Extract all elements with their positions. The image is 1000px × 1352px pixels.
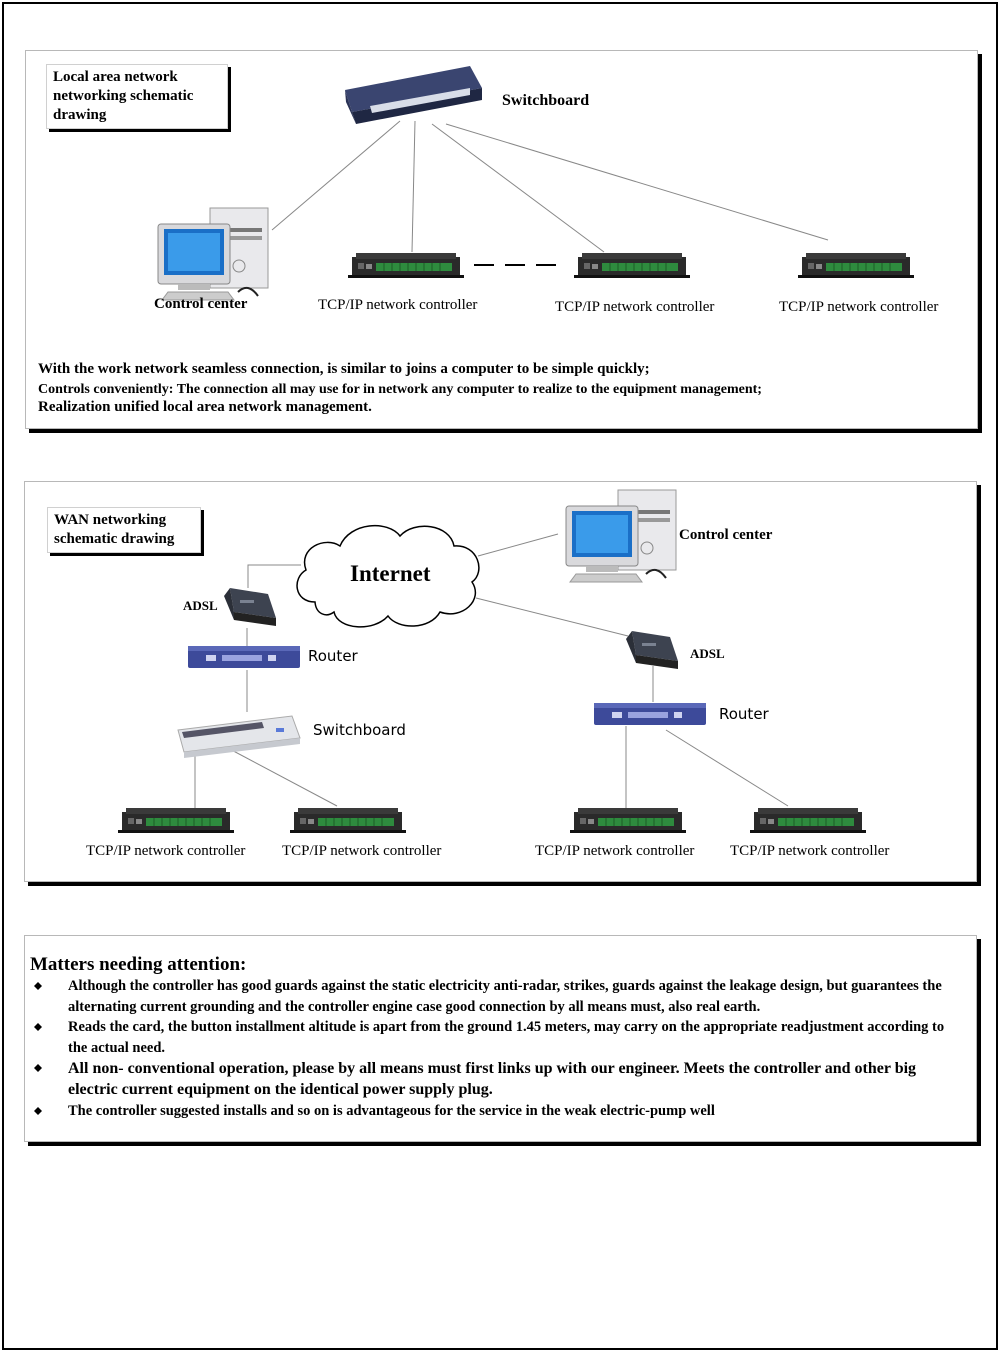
wan-controller-device-2 — [289, 807, 407, 834]
wan-controller-label-1: TCP/IP network controller — [86, 843, 246, 859]
lan-controller-label-1: TCP/IP network controller — [318, 297, 478, 313]
wan-controller-device-1 — [117, 807, 235, 834]
attention-item-3: All non- conventional operation, please … — [68, 1060, 917, 1098]
wan-controller-label-2: TCP/IP network controller — [282, 843, 442, 859]
wan-right-router — [594, 703, 706, 725]
wan-links — [194, 533, 789, 808]
wan-control-center-label: Control center — [679, 527, 773, 543]
wan-router-right-label: Router — [719, 705, 769, 723]
wan-left-router — [188, 646, 300, 668]
wan-switchboard-device — [177, 715, 301, 758]
wan-controller-label-4: TCP/IP network controller — [730, 843, 890, 859]
wan-title: WAN networking schematic drawing — [54, 512, 175, 547]
wan-adsl-left-label: ADSL — [183, 598, 218, 613]
wan-adsl-right-label: ADSL — [690, 646, 725, 661]
lan-controller-label-2: TCP/IP network controller — [555, 299, 715, 315]
attention-panel — [24, 935, 977, 1142]
attention-item-1: Although the controller has good guards … — [68, 978, 942, 1015]
wan-controller-device-4 — [749, 807, 867, 834]
wan-router-left-label: Router — [308, 647, 358, 665]
wan-controller-device-3 — [569, 807, 687, 834]
lan-note-2: Controls conveniently: The connection al… — [38, 382, 762, 397]
wan-controller-label-3: TCP/IP network controller — [535, 843, 695, 859]
wan-switchboard-label: Switchboard — [313, 721, 406, 739]
attention-title: Matters needing attention: — [30, 954, 247, 975]
attention-bullets — [34, 982, 42, 1115]
lan-controller-device-3 — [797, 252, 915, 279]
lan-note-1: With the work network seamless connectio… — [38, 361, 650, 377]
wan-left-adsl-modem — [224, 588, 276, 626]
wan-right-adsl-modem — [626, 631, 678, 669]
lan-switchboard-device — [345, 66, 482, 124]
lan-controller-device-1 — [347, 252, 465, 279]
lan-title-tag: Local area network networking schematic … — [46, 64, 228, 129]
lan-note-3: Realization unified local area network m… — [38, 399, 372, 415]
lan-switchboard-label: Switchboard — [502, 92, 590, 109]
internet-cloud — [296, 524, 480, 628]
wan-title-tag: WAN networking schematic drawing — [47, 507, 201, 553]
attention-item-4: The controller suggested installs and so… — [68, 1103, 715, 1119]
internet-label: Internet — [350, 561, 431, 586]
lan-title: Local area network networking schematic … — [53, 69, 194, 123]
lan-control-center-label: Control center — [154, 296, 248, 312]
lan-control-center-computer — [157, 207, 269, 301]
wan-control-center-computer — [565, 489, 677, 583]
lan-controller-device-2 — [573, 252, 691, 279]
lan-controller-label-3: TCP/IP network controller — [779, 299, 939, 315]
attention-item-2: Reads the card, the button installment a… — [68, 1019, 945, 1056]
lan-links — [271, 120, 829, 253]
